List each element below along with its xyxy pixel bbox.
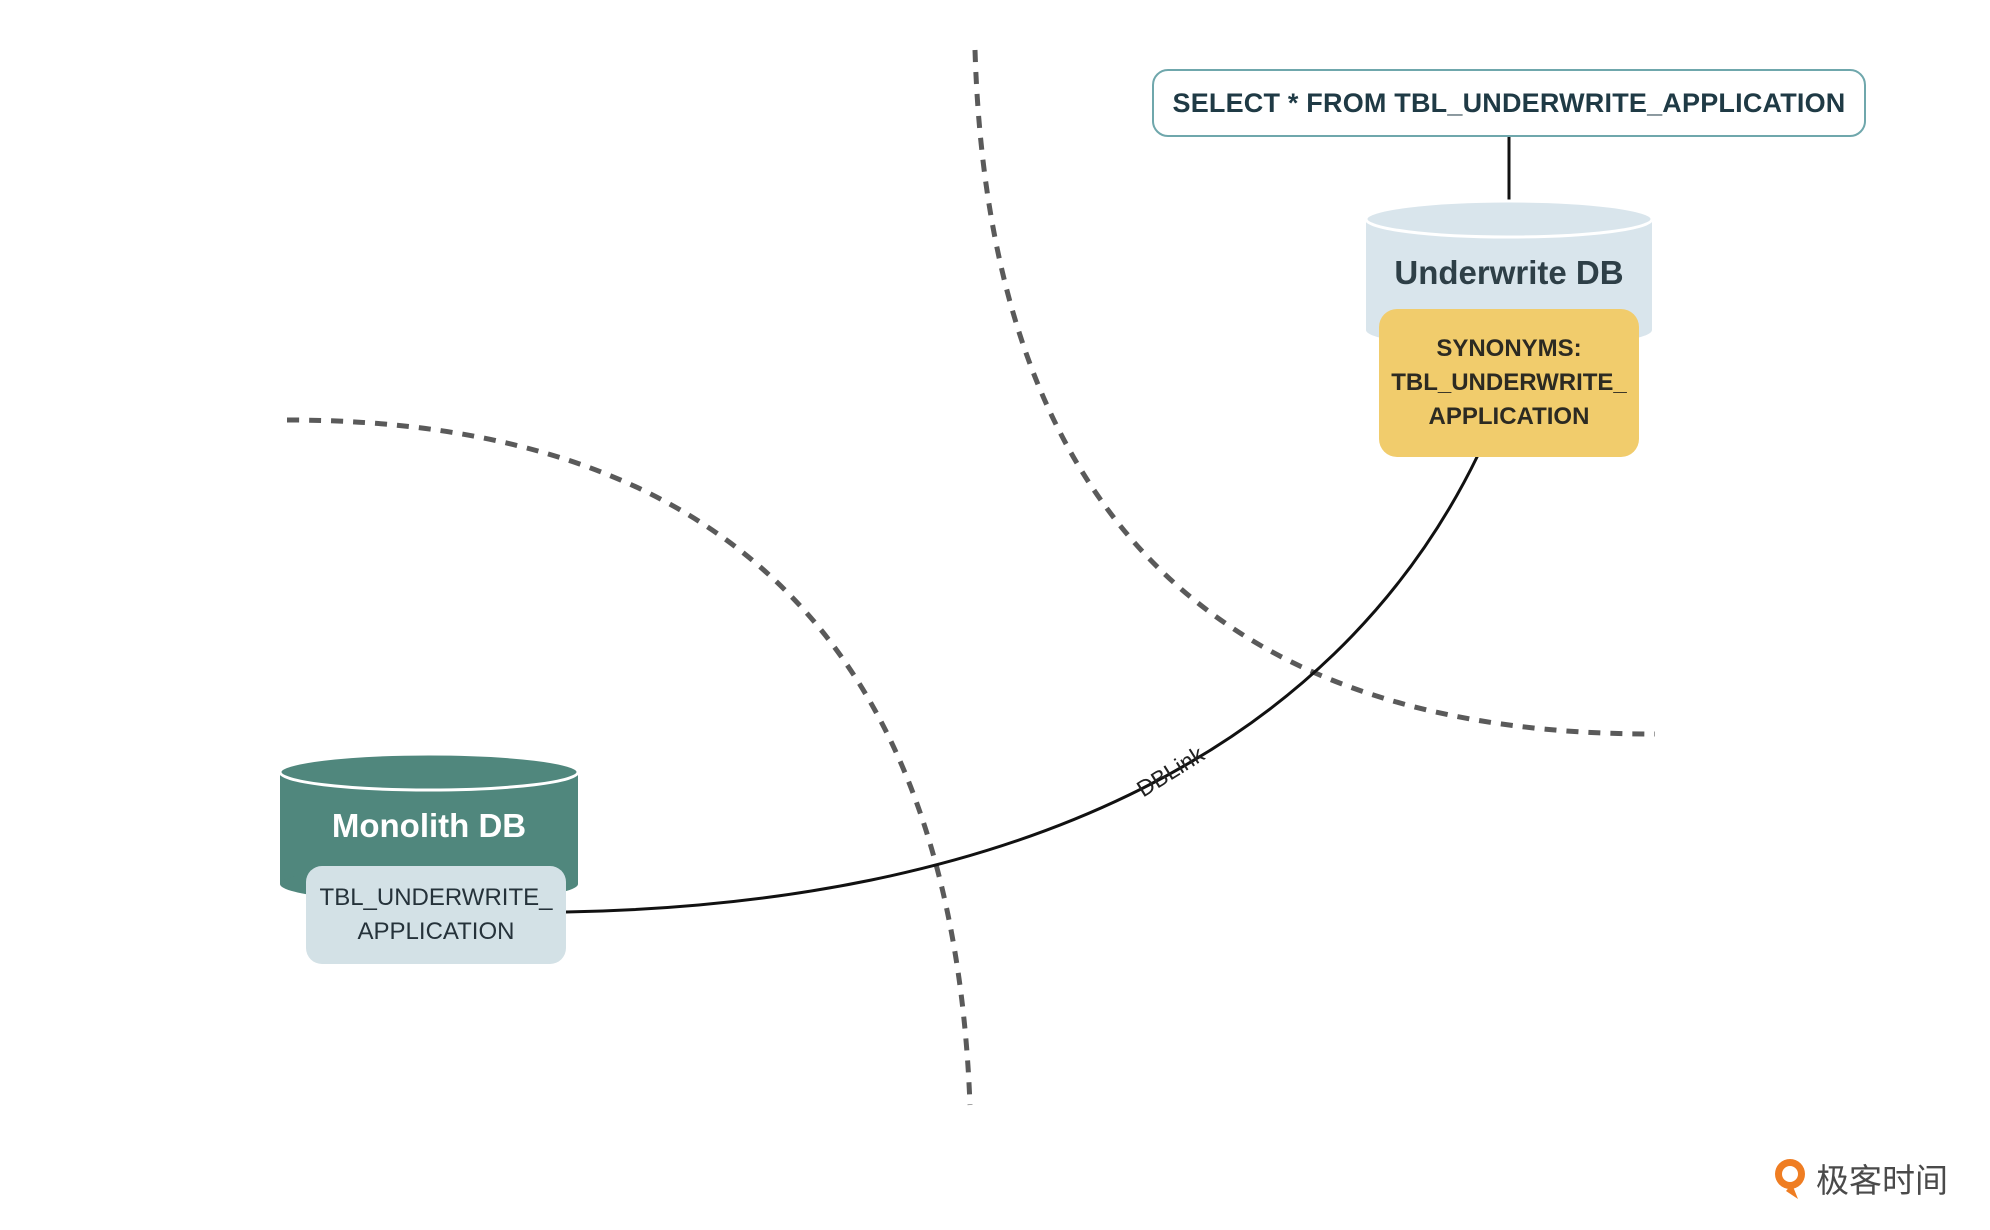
right-domain-boundary xyxy=(972,49,1656,737)
underwrite-db-label: Underwrite DB xyxy=(1394,254,1624,291)
table-line-1: TBL_UNDERWRITE_ xyxy=(319,884,553,911)
monolith-db-label: Monolith DB xyxy=(331,807,527,844)
underwrite-db-title: Underwrite DB xyxy=(1366,243,1652,303)
branding: 极客时间 xyxy=(1772,1154,1948,1202)
query-box: SELECT * FROM TBL_UNDERWRITE_APPLICATION xyxy=(1152,69,1866,137)
synonym-card: SYNONYMS: TBL_UNDERWRITE_ APPLICATION xyxy=(1379,309,1639,457)
synonym-line-1: SYNONYMS: xyxy=(1436,335,1582,362)
table-line-2: APPLICATION xyxy=(357,918,515,945)
synonym-line-2: TBL_UNDERWRITE_ xyxy=(1391,369,1627,396)
query-text: SELECT * FROM TBL_UNDERWRITE_APPLICATION xyxy=(1172,87,1846,118)
table-card: TBL_UNDERWRITE_ APPLICATION xyxy=(306,866,566,964)
left-domain-boundary xyxy=(286,417,973,1106)
dblink-connector xyxy=(565,454,1480,914)
geekbang-logo-icon xyxy=(1775,1159,1805,1199)
monolith-db-title: Monolith DB xyxy=(280,796,578,856)
synonym-line-3: APPLICATION xyxy=(1428,403,1590,430)
brand-text: 极客时间 xyxy=(1816,1161,1948,1200)
